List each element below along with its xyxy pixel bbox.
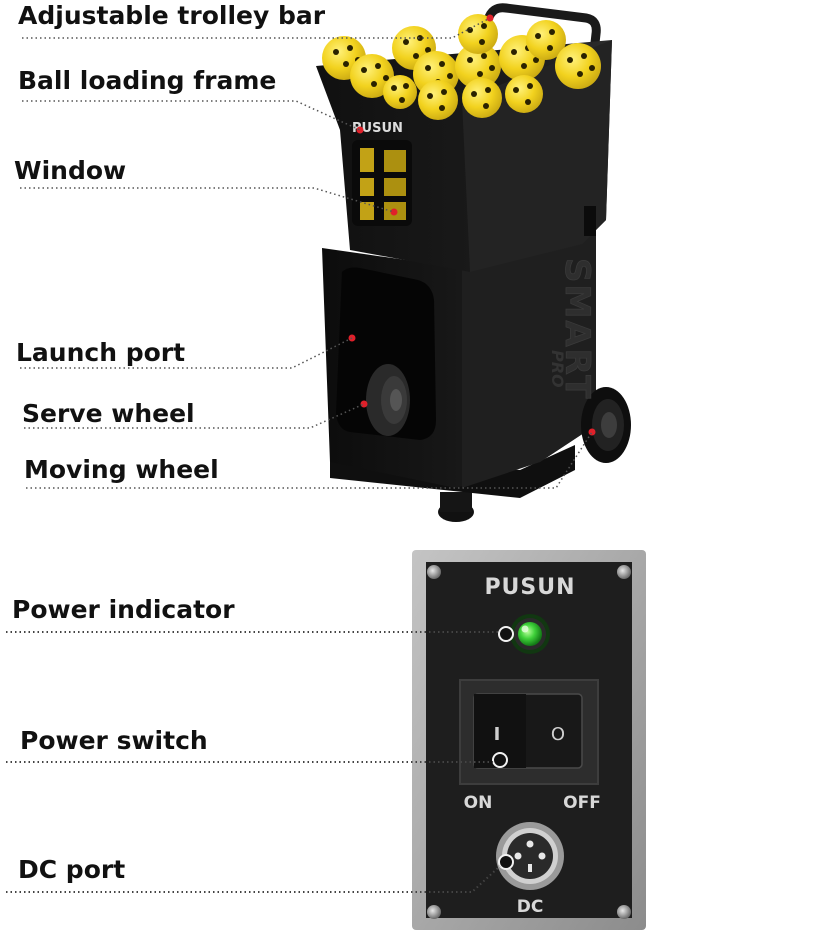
leader-window	[20, 187, 395, 213]
power-indicator-led	[510, 614, 550, 654]
launch-port-opening	[336, 267, 436, 440]
label-ball-loading-frame: Ball loading frame	[18, 66, 277, 95]
switch-on-label: ON	[464, 793, 493, 813]
callout-dot-power-indicator	[498, 626, 514, 642]
machine-model-text: SMART	[557, 258, 597, 400]
callout-dot-dc-port	[498, 854, 514, 870]
callout-dot-moving	[588, 428, 596, 436]
machine-leader-lines	[20, 17, 593, 489]
dc-port[interactable]	[496, 822, 564, 890]
screw-icon	[617, 565, 631, 579]
label-window: Window	[14, 156, 127, 185]
control-panel-illustration: PUSUN I O ON OFF DC	[412, 550, 646, 930]
leader-serve	[24, 403, 365, 429]
label-power-switch: Power switch	[20, 726, 208, 755]
pickleball	[458, 14, 498, 54]
screw-icon	[617, 905, 631, 919]
label-launch-port: Launch port	[16, 338, 186, 367]
label-serve-wheel: Serve wheel	[22, 399, 195, 428]
pickleball	[383, 75, 417, 109]
pickleball	[555, 43, 601, 89]
label-adjustable-trolley-bar: Adjustable trolley bar	[18, 1, 326, 30]
label-dc-port: DC port	[18, 855, 126, 884]
pickleball	[505, 75, 543, 113]
trolley-handle	[483, 3, 601, 57]
callout-dot-window	[390, 208, 398, 216]
pickleball	[462, 78, 502, 118]
panel-brand-logo: PUSUN	[484, 575, 575, 600]
leader-frame	[22, 100, 361, 131]
switch-off-label: OFF	[563, 793, 601, 813]
machine-brand-logo: PUSUN	[352, 121, 403, 136]
machine-illustration: SMART PRO PUSUN	[316, 3, 631, 522]
pickleball	[418, 80, 458, 120]
leader-dc-port	[6, 865, 501, 893]
callout-dot-launch	[348, 334, 356, 342]
leader-launch	[20, 337, 353, 369]
machine-model-suffix: PRO	[548, 350, 567, 388]
screw-icon	[427, 905, 441, 919]
power-switch[interactable]: I O	[473, 693, 583, 769]
pickleball	[350, 54, 394, 98]
label-power-indicator: Power indicator	[12, 595, 235, 624]
callout-dot-frame	[356, 126, 364, 134]
dc-port-label: DC	[517, 897, 544, 917]
switch-off-symbol: O	[551, 724, 565, 745]
pickleball	[455, 43, 501, 89]
switch-on-symbol: I	[494, 724, 501, 745]
callout-dot-power-switch	[492, 752, 508, 768]
pickleball	[526, 20, 566, 60]
pickleballs	[322, 14, 601, 120]
callout-dot-serve	[360, 400, 368, 408]
leader-moving	[26, 431, 593, 489]
label-moving-wheel: Moving wheel	[24, 455, 219, 484]
screw-icon	[427, 565, 441, 579]
panel-leader-lines	[6, 631, 501, 893]
